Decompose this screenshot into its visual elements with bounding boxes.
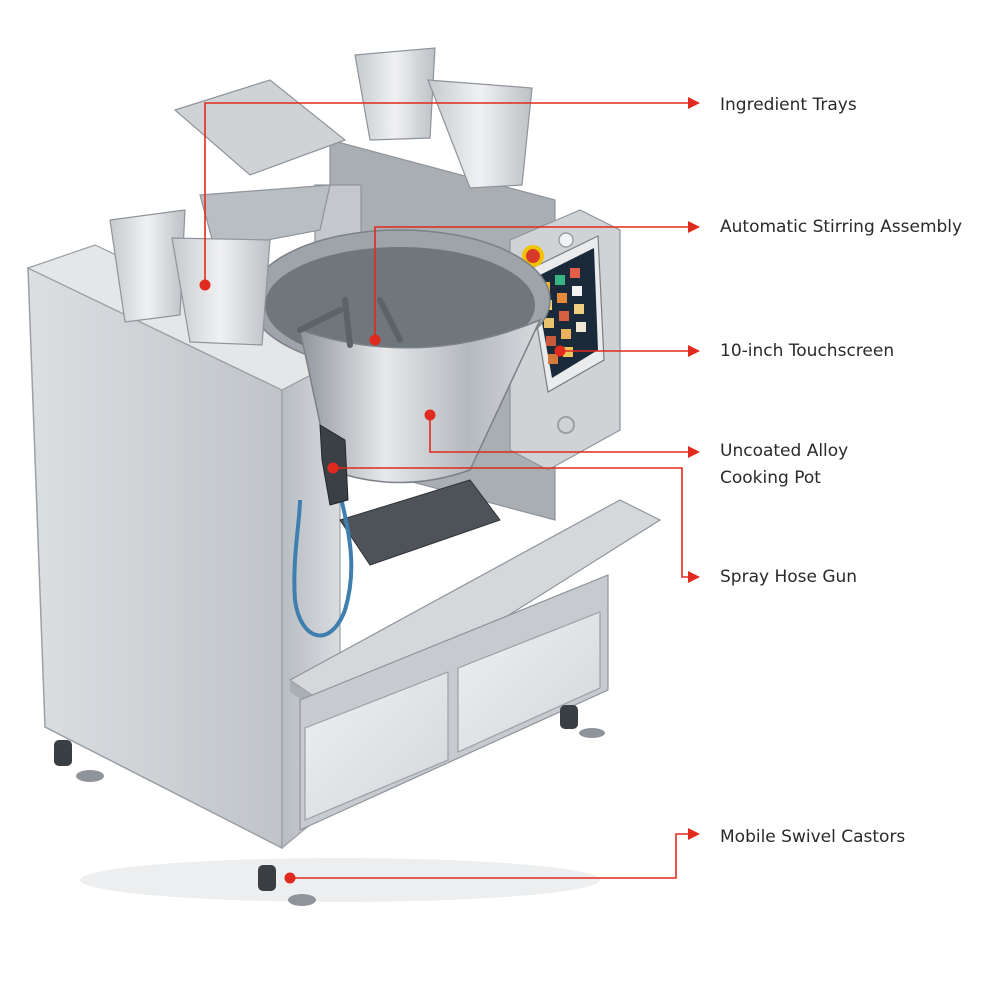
touchscreen-arrowhead bbox=[688, 345, 700, 357]
ingredient-trays-arrowhead bbox=[688, 97, 700, 109]
ingredient-trays-label: Ingredient Trays bbox=[720, 92, 857, 119]
spray-hose-gun-arrowhead bbox=[688, 571, 700, 583]
stirring-assembly-anchor-dot bbox=[369, 334, 381, 346]
glass-door-left bbox=[304, 671, 449, 821]
tray-front-2 bbox=[171, 237, 271, 346]
cooking-pot-leader-line bbox=[429, 415, 690, 453]
spray-hose-gun-label-line: Spray Hose Gun bbox=[720, 567, 858, 587]
stirring-assembly-label-line: Automatic Stirring Assembly bbox=[720, 217, 963, 237]
swivel-castors-leader-line bbox=[290, 833, 690, 879]
ingredient-trays-leader-line bbox=[204, 102, 690, 285]
tray-back-1 bbox=[354, 47, 436, 141]
tray-front-1 bbox=[109, 209, 186, 323]
stirring-paddles bbox=[297, 297, 403, 348]
stirring-assembly-leader-line bbox=[374, 226, 690, 340]
spray-hose bbox=[292, 469, 354, 638]
ingredient-trays-label-line: Ingredient Trays bbox=[720, 95, 857, 115]
glass-door-right bbox=[457, 611, 601, 753]
cooking-pot-anchor-dot bbox=[424, 409, 436, 421]
swivel-castors-label-line: Mobile Swivel Castors bbox=[720, 827, 906, 847]
touchscreen-label: 10-inch Touchscreen bbox=[720, 338, 894, 365]
cooking-pot-label-line: Cooking Pot bbox=[720, 468, 821, 488]
touchscreen-label-line: 10-inch Touchscreen bbox=[720, 341, 895, 361]
spray-hose-gun-anchor-dot bbox=[327, 462, 339, 474]
tray-back-2 bbox=[427, 79, 533, 189]
swivel-castors-arrowhead bbox=[688, 828, 700, 840]
tray-dispenser-rail bbox=[173, 79, 347, 176]
spray-hose-gun-label: Spray Hose Gun bbox=[720, 564, 857, 591]
castor-front-right bbox=[258, 865, 316, 906]
stirring-assembly-arrowhead bbox=[688, 221, 700, 233]
castor-rear-right bbox=[560, 705, 605, 738]
swivel-castors-label: Mobile Swivel Castors bbox=[720, 824, 905, 851]
cooking-pot-label-line: Uncoated Alloy bbox=[720, 441, 849, 461]
ingredient-trays-anchor-dot bbox=[199, 279, 211, 291]
power-knob bbox=[558, 232, 574, 248]
speaker-grille bbox=[557, 416, 575, 434]
tray-chute bbox=[199, 184, 331, 251]
callout-lines bbox=[199, 97, 700, 884]
emergency-stop-button bbox=[522, 245, 544, 267]
spray-hose-gun-leader-line bbox=[333, 467, 690, 578]
pot-inside bbox=[265, 247, 535, 363]
pot-body bbox=[298, 318, 542, 484]
touchscreen-anchor-dot bbox=[554, 345, 566, 357]
castor-front-left bbox=[54, 740, 104, 782]
cooking-pot-arrowhead bbox=[688, 446, 700, 458]
drip-rack bbox=[339, 479, 501, 566]
swivel-castors-anchor-dot bbox=[284, 872, 296, 884]
stirring-assembly-label: Automatic Stirring Assembly bbox=[720, 214, 962, 241]
floor-shadow bbox=[80, 858, 600, 902]
